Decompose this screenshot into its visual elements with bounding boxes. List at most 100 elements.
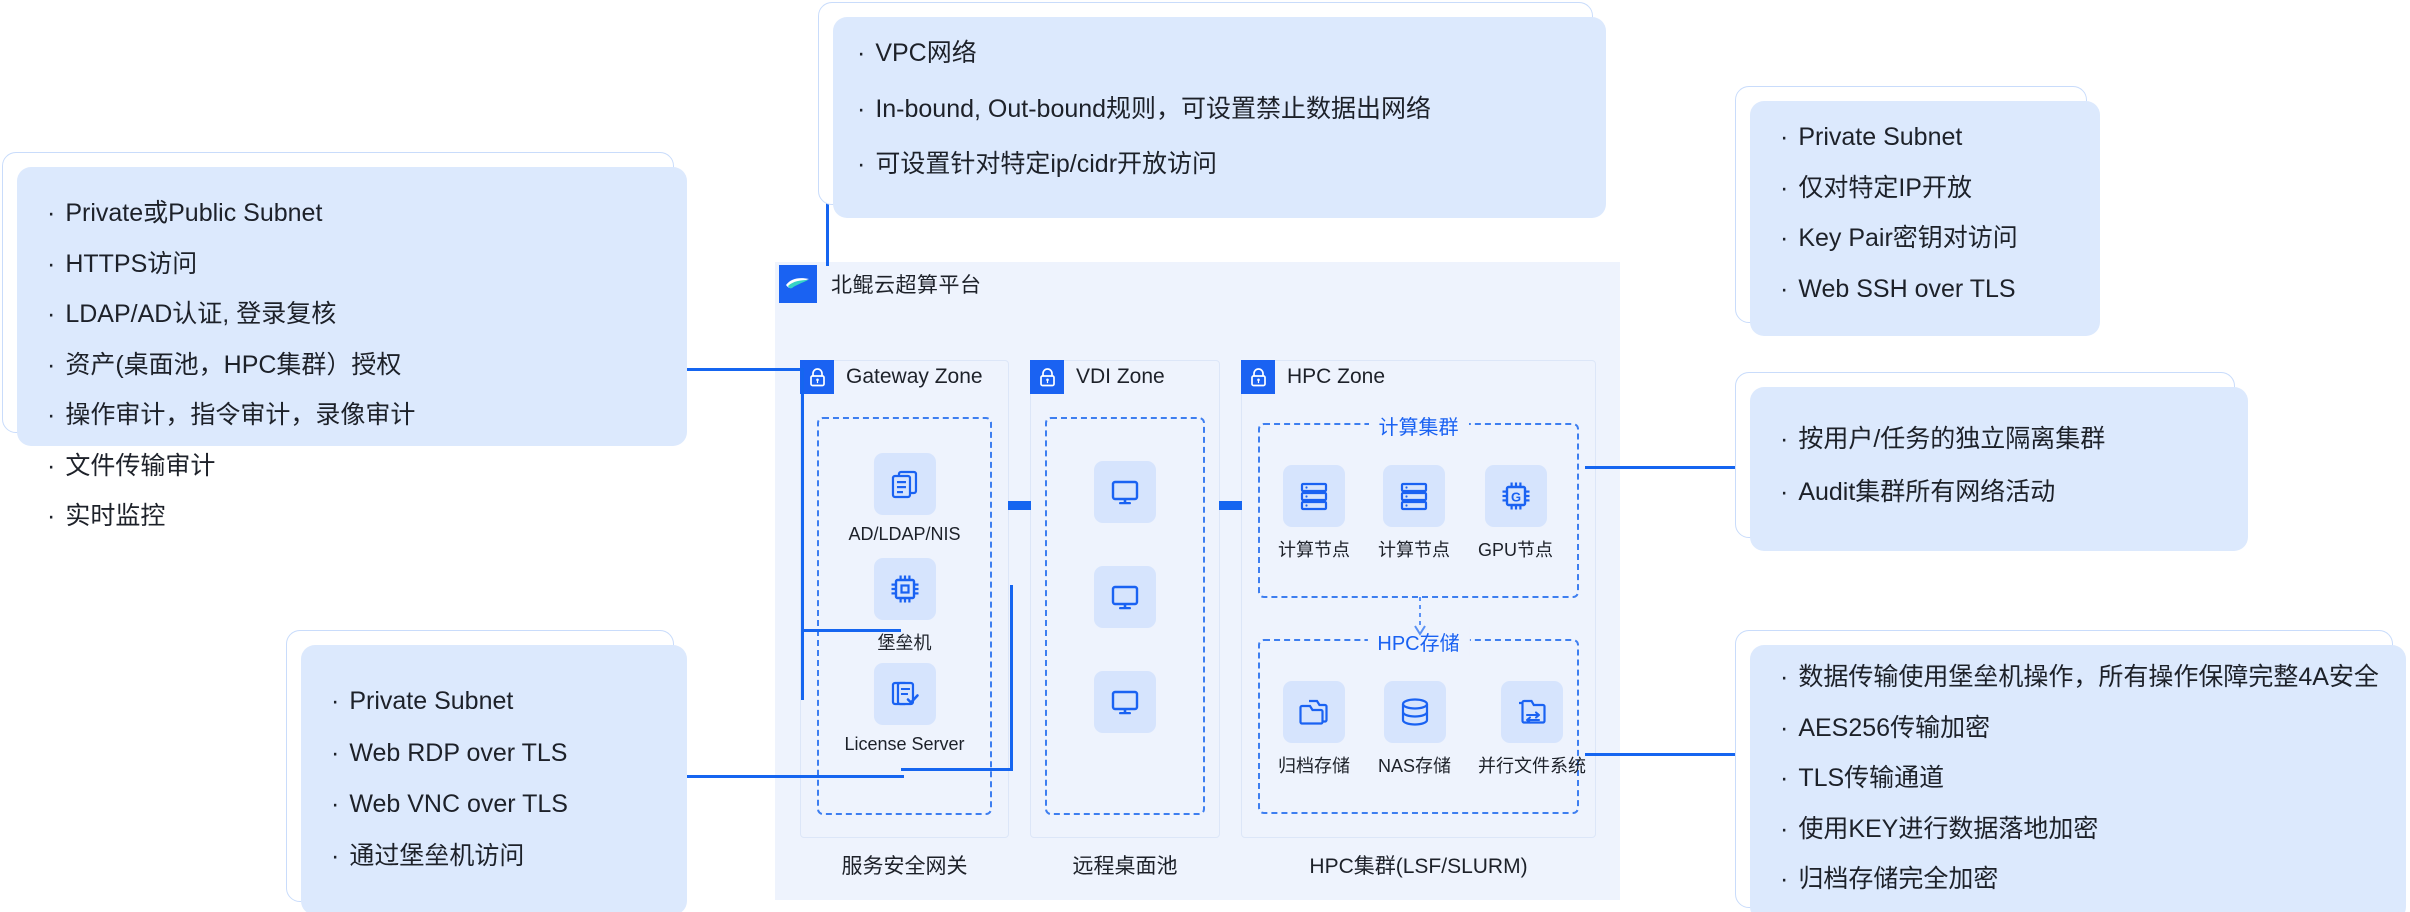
bullet-icon: ·	[1780, 224, 1789, 252]
vdi-card-list: ·Private Subnet ·Web RDP over TLS ·Web V…	[331, 687, 673, 871]
zone-vdi-caption: 远程桌面池	[1072, 855, 1178, 878]
list-item: ·操作审计，指令审计，录像审计	[47, 401, 416, 429]
zone-gateway-header: Gateway Zone	[800, 360, 983, 394]
list-item: ·Private或Public Subnet	[47, 199, 323, 227]
gpu-chip-icon: G	[1484, 465, 1547, 527]
chip-icon	[873, 558, 936, 620]
list-item: ·Key Pair密钥对访问	[1780, 224, 2018, 252]
node-virtual-desktop-3[interactable]	[1094, 671, 1156, 733]
platform-panel: 北鲲云超算平台 Gateway Zone	[775, 262, 1620, 900]
bullet-icon: ·	[47, 401, 56, 429]
node-archive-storage[interactable]: 归档存储	[1278, 681, 1350, 778]
node-label: 计算节点	[1378, 540, 1450, 560]
node-virtual-desktop-1[interactable]	[1094, 461, 1156, 523]
connector-access-vertical	[801, 368, 804, 700]
node-bastion[interactable]: 堡垒机	[873, 558, 936, 655]
zone-vdi-header: VDI Zone	[1030, 360, 1165, 394]
vdi-access-card: ·Private Subnet ·Web RDP over TLS ·Web V…	[286, 630, 687, 912]
data-transfer-card: ·数据传输使用堡垒机操作，所有操作保障完整4A安全 ·AES256传输加密 ·T…	[1735, 630, 2406, 912]
list-item: ·可设置针对特定ip/cidr开放访问	[857, 150, 1218, 178]
vpc-card-list: ·VPC网络 ·In-bound, Out-bound规则，可设置禁止数据出网络…	[857, 39, 1592, 180]
platform-title: 北鲲云超算平台	[831, 274, 982, 297]
bullet-icon: ·	[331, 841, 340, 870]
list-item: ·Web SSH over TLS	[1780, 274, 2016, 303]
bullet-icon: ·	[47, 350, 56, 379]
bullet-icon: ·	[857, 39, 866, 67]
lock-icon	[1030, 360, 1064, 394]
node-license-server[interactable]: License Server	[844, 663, 965, 755]
bullet-icon: ·	[857, 94, 866, 123]
monitor-icon	[1094, 566, 1156, 628]
list-item: ·仅对特定IP开放	[1780, 173, 1972, 202]
list-item: ·In-bound, Out-bound规则，可设置禁止数据出网络	[857, 94, 1432, 123]
list-item: ·使用KEY进行数据落地加密	[1780, 814, 2099, 843]
list-item: ·实时监控	[47, 502, 166, 530]
list-item: ·归档存储完全加密	[1780, 865, 1999, 893]
connector-access-top	[674, 368, 804, 371]
zone-gateway-title: Gateway Zone	[846, 365, 983, 388]
zone-hpc-caption: HPC集群(LSF/SLURM)	[1309, 855, 1528, 878]
database-icon	[1383, 681, 1446, 743]
lock-icon	[800, 360, 834, 394]
bullet-icon: ·	[1780, 764, 1789, 792]
bullet-icon: ·	[331, 738, 340, 767]
node-label: GPU节点	[1478, 540, 1554, 560]
list-item: ·文件传输审计	[47, 451, 216, 480]
gateway-dash-group: AD/LDAP/NIS	[817, 417, 992, 815]
connector-transfer-card	[1585, 753, 1737, 756]
list-item: ·资产(桌面池，HPC集群）授权	[47, 350, 402, 379]
ssh-card-list: ·Private Subnet ·仅对特定IP开放 ·Key Pair密钥对访问…	[1780, 123, 2086, 304]
cluster-isolation-card: ·按用户/任务的独立隔离集群 ·Audit集群所有网络活动	[1735, 372, 2248, 551]
connector-gateway-right-vertical	[1010, 585, 1013, 770]
platform-header: 北鲲云超算平台	[775, 262, 982, 306]
list-item: ·数据传输使用堡垒机操作，所有操作保障完整4A安全	[1780, 663, 2379, 691]
access-security-card: ·Private或Public Subnet ·HTTPS访问 ·LDAP/AD…	[2, 152, 687, 530]
zone-hpc-title: HPC Zone	[1287, 365, 1386, 388]
node-label: License Server	[844, 734, 965, 754]
node-parallel-filesystem[interactable]: 并行文件系统	[1478, 681, 1586, 778]
bullet-icon: ·	[1780, 274, 1789, 303]
bullet-icon: ·	[857, 150, 866, 178]
list-item: ·Web RDP over TLS	[331, 738, 568, 767]
connector-access-to-bastion	[801, 629, 901, 632]
node-virtual-desktop-2[interactable]	[1094, 566, 1156, 628]
node-label: 计算节点	[1278, 540, 1350, 560]
hpc-compute-group: 计算集群 计算节点	[1258, 411, 1579, 598]
bullet-icon: ·	[47, 300, 56, 328]
node-compute-2[interactable]: 计算节点	[1378, 465, 1450, 562]
list-item: ·VPC网络	[857, 39, 977, 67]
node-nas-storage[interactable]: NAS存储	[1378, 681, 1451, 778]
monitor-icon	[1094, 671, 1156, 733]
list-item: ·Audit集群所有网络活动	[1780, 477, 2056, 506]
vdi-left-tab	[1015, 501, 1031, 510]
list-item: ·Private Subnet	[1780, 123, 1963, 151]
lock-icon	[1241, 360, 1275, 394]
documents-icon	[873, 453, 936, 515]
hpc-left-tab	[1226, 501, 1242, 510]
node-compute-1[interactable]: 计算节点	[1278, 465, 1350, 562]
zone-hpc-header: HPC Zone	[1241, 360, 1385, 394]
bullet-icon: ·	[47, 502, 56, 530]
svg-text:G: G	[1510, 490, 1520, 505]
node-ad-ldap-nis[interactable]: AD/LDAP/NIS	[848, 453, 961, 545]
hpc-compute-group-title: 计算集群	[1368, 411, 1469, 440]
bullet-icon: ·	[47, 199, 56, 227]
connector-vdi-card	[674, 775, 904, 778]
vdi-dash-group	[1045, 417, 1205, 815]
node-gpu[interactable]: G GPU节点	[1478, 465, 1553, 562]
node-label: 归档存储	[1278, 756, 1350, 776]
hpc-storage-group-title: HPC存储	[1367, 627, 1470, 656]
server-icon	[1283, 465, 1345, 527]
vpc-network-card: ·VPC网络 ·In-bound, Out-bound规则，可设置禁止数据出网络…	[818, 2, 1606, 218]
bullet-icon: ·	[331, 687, 340, 715]
hpc-storage-group: HPC存储 归档存储	[1258, 627, 1586, 814]
zone-gateway-caption: 服务安全网关	[841, 855, 968, 878]
connector-gateway-right-h	[901, 768, 1013, 771]
node-label: NAS存储	[1378, 756, 1452, 776]
zone-vdi: VDI Zone	[1015, 360, 1235, 838]
flow-arrow-down-icon	[1414, 597, 1426, 636]
bullet-icon: ·	[47, 451, 56, 480]
bullet-icon: ·	[1780, 173, 1789, 202]
list-item: ·Web VNC over TLS	[331, 790, 568, 818]
